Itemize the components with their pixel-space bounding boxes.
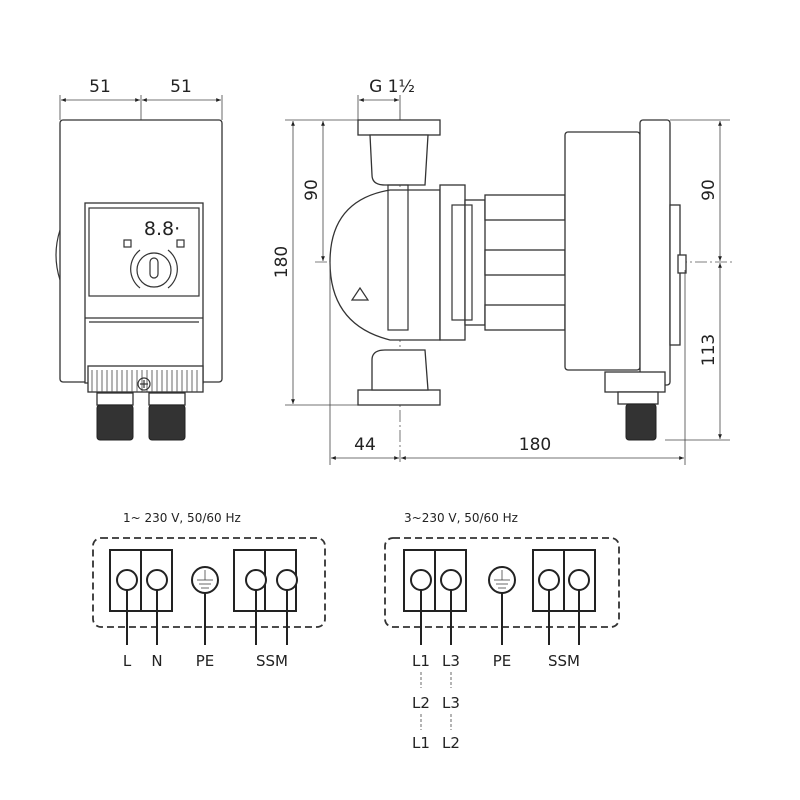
- dim-flange-axis: 90: [302, 179, 322, 201]
- terminal-screw: [410, 569, 432, 591]
- cable-gland-right: [148, 392, 186, 406]
- terminal-label-l1: L1: [412, 652, 430, 670]
- flow-direction-arrow: [350, 286, 370, 301]
- terminal-screw: [276, 569, 298, 591]
- wiring-header: 1~ 230 V, 50/60 Hz: [123, 511, 241, 525]
- wiring-single-phase: 1~ 230 V, 50/60 Hz L N PE SSM: [92, 511, 326, 670]
- pump-volute: [329, 189, 441, 341]
- terminal-screw: [245, 569, 267, 591]
- wiring-three-phase: 3~230 V, 50/60 Hz L1 L3 PE SSM L2 L3 L1 …: [384, 511, 620, 752]
- mode-icon-left: [123, 239, 132, 248]
- flange-top: [357, 119, 441, 136]
- dim-overall-length: 180: [519, 435, 551, 455]
- dim-front-left: 51: [89, 77, 111, 97]
- terminal-label-ssm: SSM: [548, 652, 580, 670]
- dim-overall-height: 180: [272, 246, 292, 278]
- cable-gland-left: [96, 392, 134, 406]
- dim-axis-gland: 113: [699, 334, 719, 366]
- display-readout: 8.8·: [144, 218, 180, 240]
- terminal-screw: [538, 569, 560, 591]
- dim-front-right: 51: [170, 77, 192, 97]
- flange-bottom: [357, 389, 441, 406]
- wiring-header: 3~230 V, 50/60 Hz: [404, 511, 518, 525]
- mode-icon-right: [176, 239, 185, 248]
- side-view: G 1½ 180 90: [272, 77, 735, 465]
- control-module: [84, 202, 204, 384]
- terminal-screw: [568, 569, 590, 591]
- electronics-head: [639, 119, 671, 386]
- front-view: 51 51 8.8·: [55, 77, 223, 441]
- cooling-ribs: [87, 365, 204, 393]
- terminal-label-pe: PE: [493, 652, 512, 670]
- terminal-label-l: L: [123, 652, 132, 670]
- terminal-label-n: N: [151, 652, 162, 670]
- alt-label-l2: L2: [412, 694, 430, 712]
- alt-label-l2b: L2: [442, 734, 460, 752]
- terminal-label-l3: L3: [442, 652, 460, 670]
- terminal-screw: [440, 569, 462, 591]
- motor-housing-side: [564, 131, 641, 371]
- terminal-screw: [146, 569, 168, 591]
- dim-flange-offset: 44: [354, 435, 376, 455]
- cable-gland-side: [625, 403, 657, 441]
- terminal-label-pe: PE: [196, 652, 215, 670]
- alt-label-l1: L1: [412, 734, 430, 752]
- terminal-screw: [116, 569, 138, 591]
- alt-label-l3: L3: [442, 694, 460, 712]
- dim-thread: G 1½: [369, 77, 415, 97]
- control-knob[interactable]: [136, 252, 172, 288]
- terminal-label-ssm: SSM: [256, 652, 288, 670]
- dim-head-axis: 90: [699, 179, 719, 201]
